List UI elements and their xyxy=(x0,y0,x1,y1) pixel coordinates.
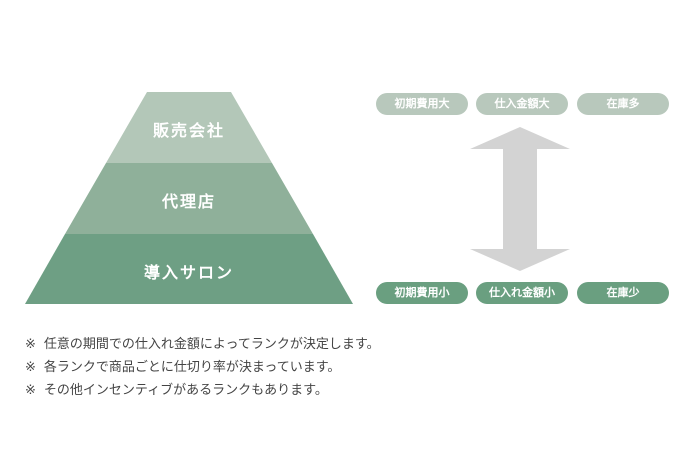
note-text: その他インセンティブがあるランクもあります。 xyxy=(43,383,328,398)
pyramid-diagram xyxy=(25,92,353,304)
pill-inventory-many: 在庫多 xyxy=(577,93,669,115)
note-item: ※ その他インセンティブがあるランクもあります。 xyxy=(25,379,380,402)
note-mark: ※ xyxy=(25,337,36,352)
pill-inventory-few: 在庫少 xyxy=(577,282,669,304)
note-item: ※ 任意の期間での仕入れ金額によってランクが決定します。 xyxy=(25,333,380,356)
notes-list: ※ 任意の期間での仕入れ金額によってランクが決定します。 ※ 各ランクで商品ごとに仕… xyxy=(25,333,380,402)
note-text: 各ランクで商品ごとに仕切り率が決まっています。 xyxy=(43,360,341,375)
pyramid-tier-bottom xyxy=(25,234,353,304)
pill-initial-cost-large: 初期費用大 xyxy=(376,93,468,115)
note-item: ※ 各ランクで商品ごとに仕切り率が決まっています。 xyxy=(25,356,380,379)
note-text: 任意の期間での仕入れ金額によってランクが決定します。 xyxy=(43,337,380,352)
pill-initial-cost-small: 初期費用小 xyxy=(376,282,468,304)
note-mark: ※ xyxy=(25,360,36,375)
pill-purchase-amount-small: 仕入れ金額小 xyxy=(476,282,568,304)
note-mark: ※ xyxy=(25,383,36,398)
pill-purchase-amount-large: 仕入金額大 xyxy=(476,93,568,115)
double-arrow-icon xyxy=(470,127,570,271)
tier-label-sales-company: 販売会社 xyxy=(152,121,225,140)
tier-label-salon: 導入サロン xyxy=(143,263,234,282)
pyramid-tier-top xyxy=(106,92,272,163)
pyramid-tier-middle xyxy=(65,163,313,234)
tier-label-agency: 代理店 xyxy=(161,192,216,211)
